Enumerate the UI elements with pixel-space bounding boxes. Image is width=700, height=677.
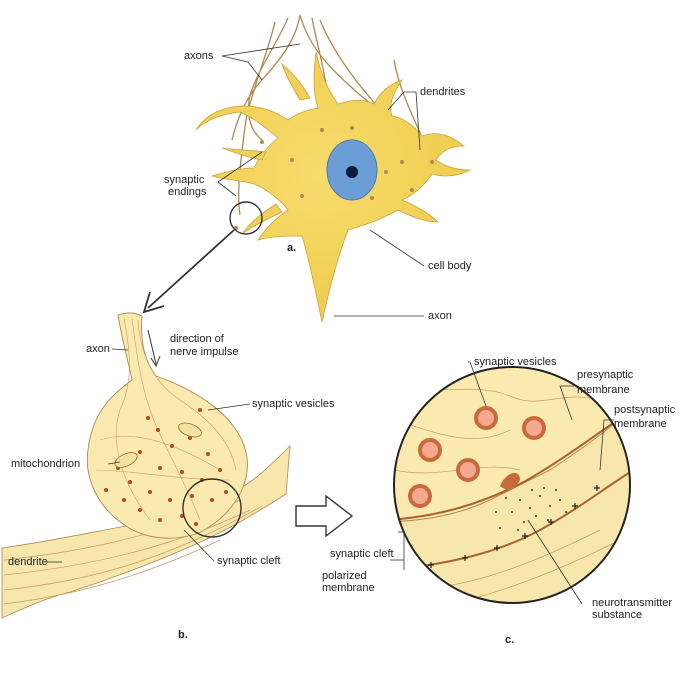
label-postsynaptic-2: membrane: [614, 418, 667, 430]
panel-label-b: b.: [178, 629, 188, 641]
label-cell-body: cell body: [428, 260, 472, 272]
label-synaptic-vesicles-b: synaptic vesicles: [252, 398, 335, 410]
mitochondrion-b: [114, 452, 138, 468]
presynaptic-membrane: [394, 403, 630, 521]
magnified-synapse-c: [393, 366, 631, 604]
mitochondrion-b: [178, 422, 202, 438]
label-presynaptic-1: presynaptic: [577, 369, 634, 381]
neurotransmitter-dots: [495, 487, 567, 531]
nucleolus: [346, 166, 358, 178]
label-neurotransmitter-1: neurotransmitter: [592, 597, 673, 609]
vesicles-c: [408, 406, 546, 508]
hollow-arrow: [295, 494, 354, 538]
label-synaptic-cleft-c: synaptic cleft: [330, 548, 394, 560]
vesicles-b: [104, 408, 228, 526]
label-synaptic-endings-2: endings: [168, 186, 207, 198]
label-axon-b: axon: [86, 343, 110, 355]
label-direction-2: nerve impulse: [170, 346, 239, 358]
label-mitochondrion: mitochondrion: [11, 458, 81, 470]
dendrite-b-fibers: [3, 499, 263, 605]
label-synaptic-cleft-b: synaptic cleft: [217, 555, 281, 567]
charge-marks: [428, 485, 600, 568]
label-direction-1: direction of: [170, 333, 224, 345]
panel-label-c: c.: [505, 634, 515, 646]
label-postsynaptic-1: postsynaptic: [614, 404, 676, 416]
synaptic-knobs: [234, 126, 434, 230]
label-neurotransmitter-2: substance: [592, 609, 643, 621]
neuron-a: [195, 14, 471, 323]
label-dendrites: dendrites: [420, 86, 466, 98]
label-axons: axons: [184, 50, 214, 62]
label-axon-a: axon: [428, 310, 452, 322]
label-polarized-1: polarized: [322, 570, 367, 582]
zoom-circle-b: [182, 478, 242, 538]
label-synaptic-endings-1: synaptic: [164, 174, 205, 186]
label-polarized-2: membrane: [322, 582, 375, 594]
axon-fibers: [231, 14, 433, 216]
zoom-arrow: [142, 229, 235, 314]
label-synaptic-vesicles-c: synaptic vesicles: [474, 356, 557, 368]
leader-lines: [46, 43, 614, 605]
panel-label-a: a.: [287, 242, 297, 254]
postsynaptic-membrane: [394, 465, 630, 571]
label-dendrite: dendrite: [8, 556, 48, 568]
terminal-b: [1, 312, 291, 619]
dendrite-spike: [281, 62, 311, 101]
label-presynaptic-2: membrane: [577, 384, 630, 396]
impulse-arrow: [147, 329, 157, 365]
zoom-circle-a: [229, 201, 263, 235]
presynaptic-region: [394, 367, 630, 523]
